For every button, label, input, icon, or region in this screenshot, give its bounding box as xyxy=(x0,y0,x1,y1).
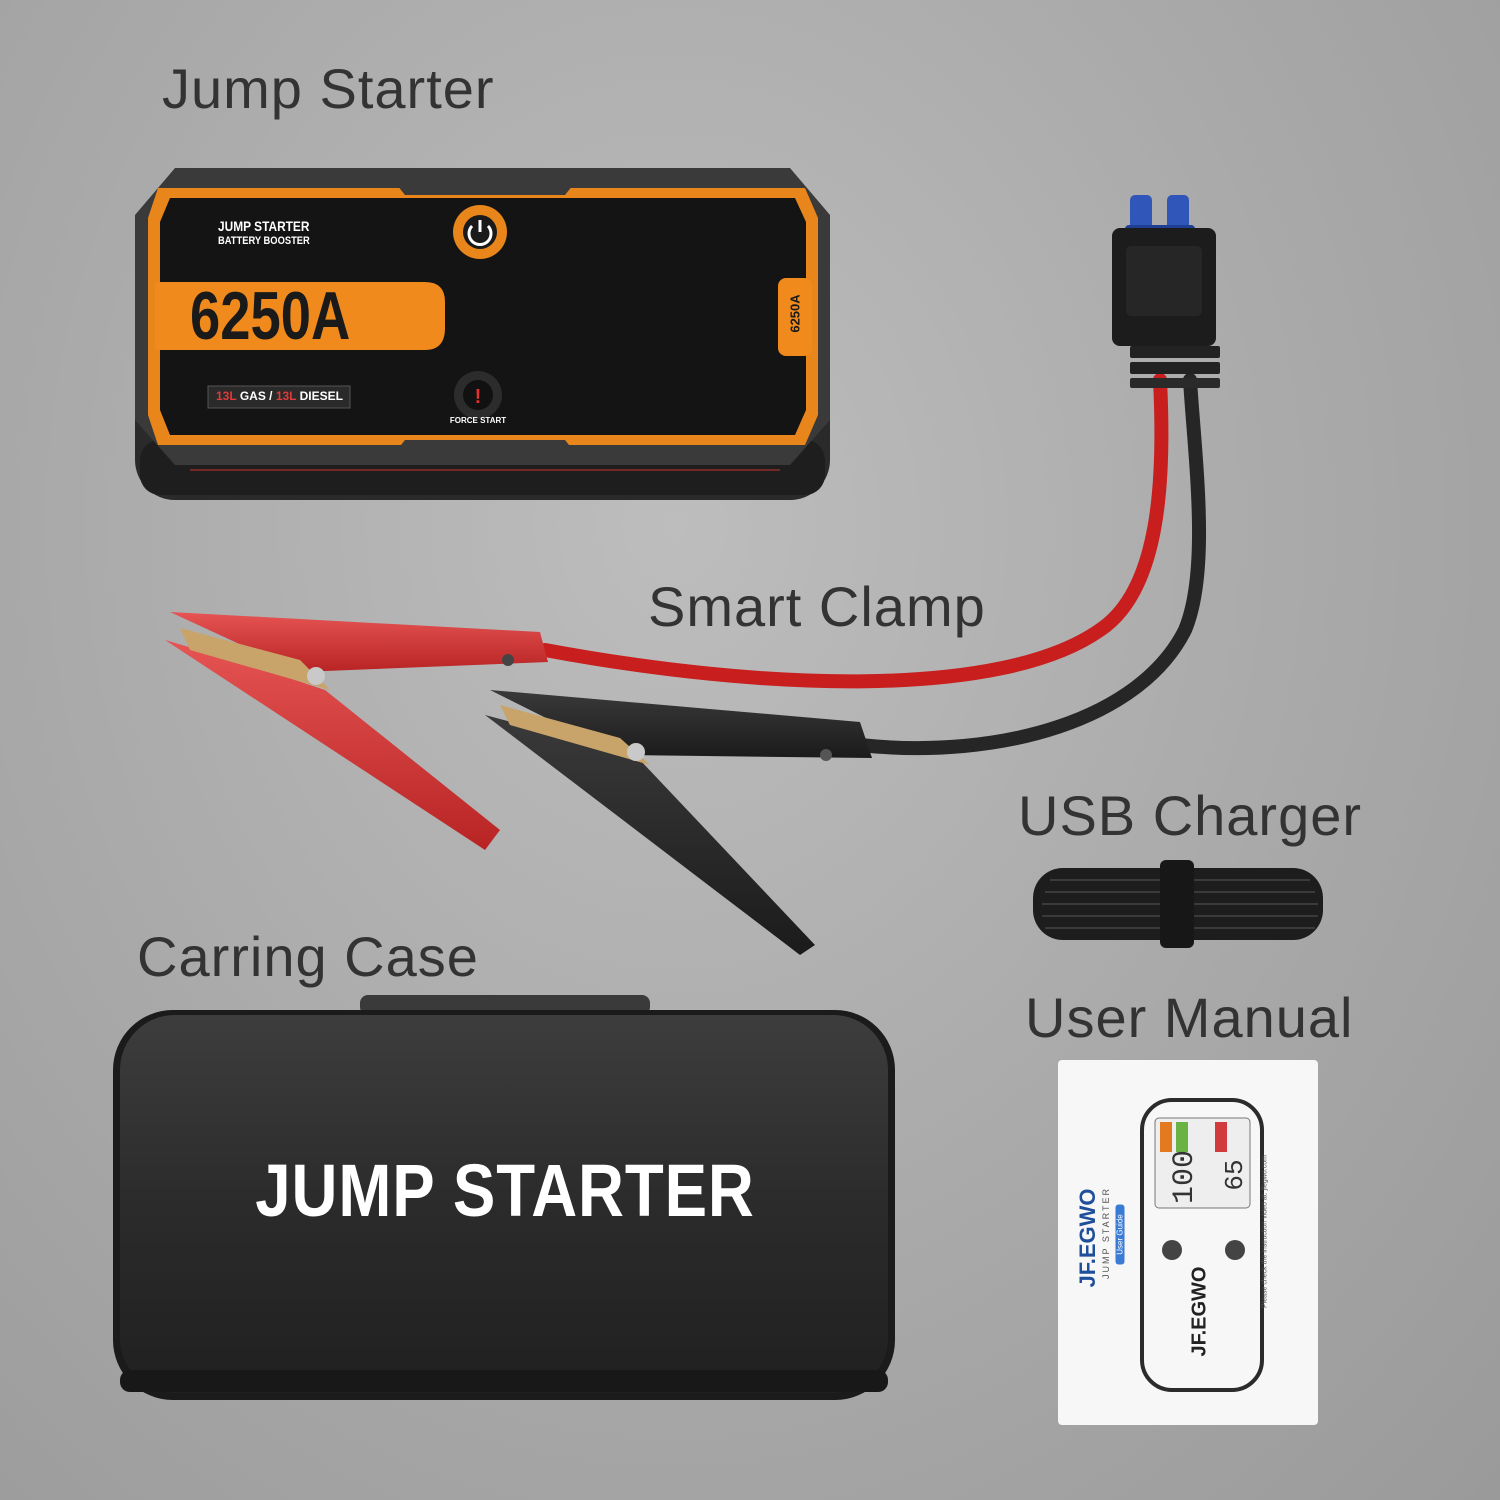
black-clamp xyxy=(485,690,872,955)
manual-watts: 65 xyxy=(1220,1159,1250,1191)
device-title-line1: JUMP STARTER xyxy=(218,218,310,234)
manual-percent: 100 xyxy=(1168,1150,1202,1205)
label-user-manual: User Manual xyxy=(1025,986,1354,1049)
label-smart-clamp: Smart Clamp xyxy=(648,575,986,638)
svg-text:!: ! xyxy=(475,386,482,408)
manual-note: Please check the instruction video at: j… xyxy=(1261,1155,1269,1308)
label-jump-starter: Jump Starter xyxy=(162,57,495,120)
label-carrying-case: Carring Case xyxy=(137,925,479,988)
label-usb-charger: USB Charger xyxy=(1018,784,1363,847)
gas-text: GAS / xyxy=(239,389,273,403)
manual-device-brand: JF.EGWO xyxy=(1188,1266,1211,1357)
red-clamp xyxy=(165,612,548,850)
manual-brand: JF.EGWO xyxy=(1075,1188,1100,1288)
manual-badge: User Guide xyxy=(1115,1204,1125,1265)
carrying-case xyxy=(113,995,895,1400)
diesel-liters: 13L xyxy=(275,389,297,403)
usb-cable-coil xyxy=(1033,860,1323,948)
manual-subtitle: JUMP STARTER xyxy=(1101,1187,1111,1280)
user-manual xyxy=(1058,1060,1318,1425)
ec5-connector xyxy=(1112,195,1220,388)
device-side-rating: 6250A xyxy=(787,294,803,333)
device-title-line2: BATTERY BOOSTER xyxy=(218,235,310,247)
clamp-cables xyxy=(538,373,1207,756)
gas-liters: 13L xyxy=(216,389,237,403)
diesel-text: DIESEL xyxy=(299,389,343,403)
device-rating: 6250A xyxy=(190,278,351,354)
device-engine-rating: 13L GAS / 13L DIESEL xyxy=(216,389,343,403)
case-printed-text: JUMP STARTER xyxy=(255,1149,755,1232)
jump-starter-device: ! xyxy=(135,168,830,500)
force-start-label: FORCE START xyxy=(449,416,507,425)
